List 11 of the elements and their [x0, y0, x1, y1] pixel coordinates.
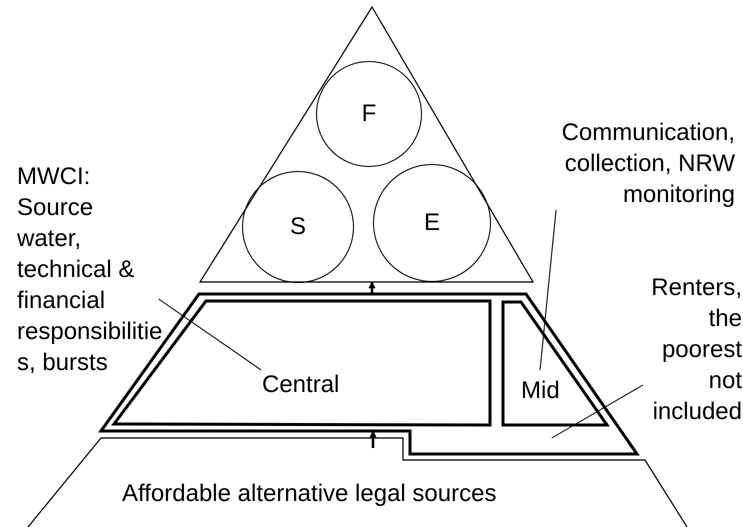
zone-label: Mid: [521, 377, 560, 405]
arrow: [370, 430, 376, 448]
leader-line: [540, 210, 557, 371]
annotation-text: Renters, the poorest not included: [643, 272, 742, 427]
zone-label: Central: [262, 371, 340, 399]
arrow: [368, 281, 376, 294]
annotation-text: MWCI: Source water, technical & financial responsibilities, bursts: [17, 161, 163, 378]
base-label: Affordable alternative legal sources: [122, 480, 496, 508]
annotation-text: Communication, collection, NRW monitoring: [543, 117, 735, 210]
leader-line: [158, 298, 262, 370]
leader-line: [551, 384, 644, 438]
